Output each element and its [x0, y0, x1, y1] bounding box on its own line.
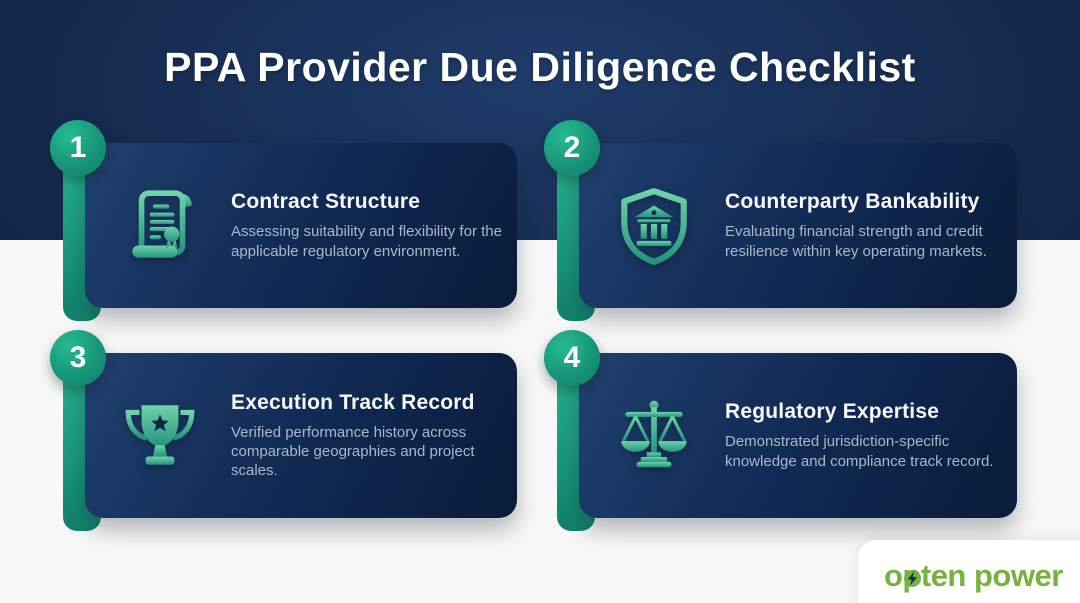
- checklist-card-contract-structure: Contract Structure Assessing suitability…: [50, 120, 517, 321]
- card-number-badge: 1: [50, 120, 106, 176]
- card-title: Contract Structure: [231, 190, 421, 214]
- trophy-star-icon: [119, 395, 201, 477]
- checklist-card-regulatory-expertise: Regulatory Expertise Demonstrated jurisd…: [544, 330, 1017, 531]
- card-title: Counterparty Bankability: [725, 190, 980, 214]
- justice-scales-icon: [613, 395, 695, 477]
- card-title: Regulatory Expertise: [725, 400, 940, 424]
- card-description: Verified performance history across comp…: [231, 423, 475, 480]
- card-number-badge: 4: [544, 330, 600, 386]
- card-number-badge: 2: [544, 120, 600, 176]
- card-description: Evaluating financial strength and credit…: [725, 223, 987, 260]
- card-title: Execution Track Record: [231, 390, 475, 414]
- checklist-card-counterparty-bankability: Counterparty Bankability Evaluating fina…: [544, 120, 1017, 321]
- card-body: Regulatory Expertise Demonstrated jurisd…: [579, 353, 1017, 518]
- brand-logo: opten power: [884, 558, 1063, 594]
- lightning-bolt-icon: [903, 569, 922, 588]
- checklist-card-execution-track-record: Execution Track Record Verified performa…: [50, 330, 517, 531]
- card-body: Counterparty Bankability Evaluating fina…: [579, 143, 1017, 308]
- card-body: Contract Structure Assessing suitability…: [85, 143, 517, 308]
- card-description: Demonstrated jurisdiction-specific knowl…: [725, 433, 994, 470]
- card-body: Execution Track Record Verified performa…: [85, 353, 517, 518]
- contract-scroll-icon: [119, 185, 201, 267]
- card-number-badge: 3: [50, 330, 106, 386]
- page-title: PPA Provider Due Diligence Checklist: [164, 44, 916, 90]
- card-description: Assessing suitability and flexibility fo…: [231, 223, 502, 260]
- brand-logo-card: opten power: [858, 540, 1080, 603]
- bank-shield-icon: [613, 185, 695, 267]
